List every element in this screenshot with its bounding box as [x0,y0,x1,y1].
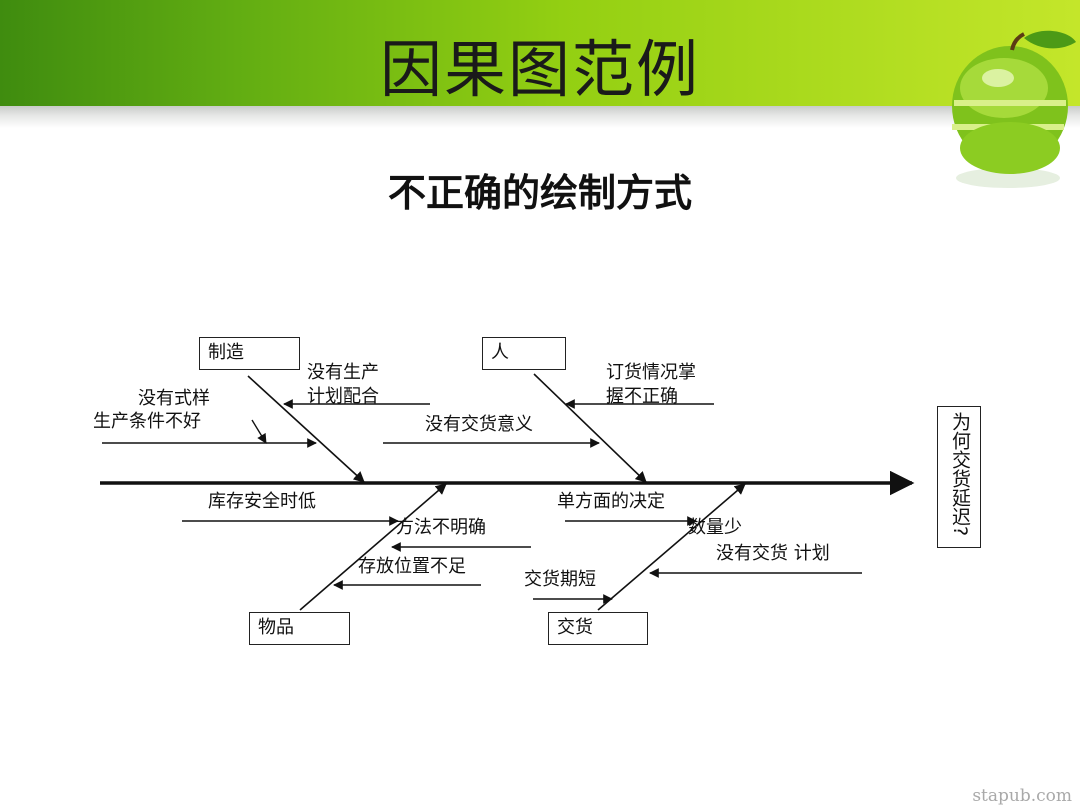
bone-manufacturing [247,375,365,483]
cause-unclear-method: 方法不明确 [396,517,486,538]
cause-small-quantity: 数量少 [688,517,742,538]
category-manufacturing: 制造 [199,337,300,370]
cause-no-production-plan-line1: 没有生产 [307,362,379,383]
cause-unilateral-decision: 单方面的决定 [557,491,665,512]
title-banner [0,0,1080,106]
cause-low-safety-stock: 库存安全时低 [208,491,316,512]
cause-order-status-line1: 订货情况掌 [606,362,696,383]
cause-no-delivery-awareness: 没有交货意义 [425,414,533,435]
effect-box: 为何交货延迟? [937,406,981,548]
watermark-footer: stapub.com [972,786,1072,806]
bone-materials [299,483,447,611]
category-people: 人 [482,337,566,370]
bone-people [533,373,647,483]
cause-no-sample-line2: 生产条件不好 [93,411,201,432]
effect-label: 为何交货延迟? [949,412,971,537]
page-title: 因果图范例 [379,33,700,106]
arrow-no-sample [251,419,267,444]
green-apple-icon [952,30,1076,188]
cause-no-delivery-plan: 没有交货 计划 [716,543,830,564]
bone-delivery [597,483,746,611]
category-delivery: 交货 [548,612,648,645]
diagram-subtitle: 不正确的绘制方式 [387,171,692,215]
cause-insufficient-storage: 存放位置不足 [358,556,466,577]
cause-order-status-line2: 握不正确 [606,386,678,407]
category-materials: 物品 [249,612,350,645]
cause-no-sample-line1: 没有式样 [138,388,210,409]
banner-shadow [0,106,1080,128]
cause-no-production-plan-line2: 计划配合 [307,386,379,407]
cause-short-delivery-time: 交货期短 [524,569,596,590]
